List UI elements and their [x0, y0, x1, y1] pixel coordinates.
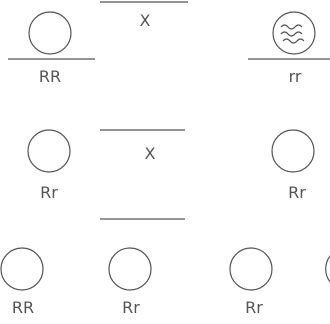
plain-seed-icon	[229, 247, 273, 291]
cross-symbol-top: X	[139, 11, 151, 30]
parent-genotype-left: RR	[38, 67, 62, 86]
f2-genotype-2: Rr	[122, 298, 140, 317]
plain-seed-icon	[27, 129, 71, 173]
f1-genotype-left: Rr	[40, 183, 58, 202]
f2-genotype-3: Rr	[245, 298, 263, 317]
cross-symbol-middle: X	[144, 144, 156, 163]
wrinkled-seed-icon	[272, 11, 316, 55]
plain-seed-icon	[271, 129, 315, 173]
f2-genotype-1: RR	[11, 298, 35, 317]
plain-seed-icon	[28, 11, 72, 55]
plain-seed-icon	[0, 247, 44, 291]
parent-genotype-right: rr	[288, 67, 302, 86]
plain-seed-icon	[108, 247, 152, 291]
partial-seed-icon	[325, 255, 330, 283]
f1-genotype-right: Rr	[288, 183, 306, 202]
